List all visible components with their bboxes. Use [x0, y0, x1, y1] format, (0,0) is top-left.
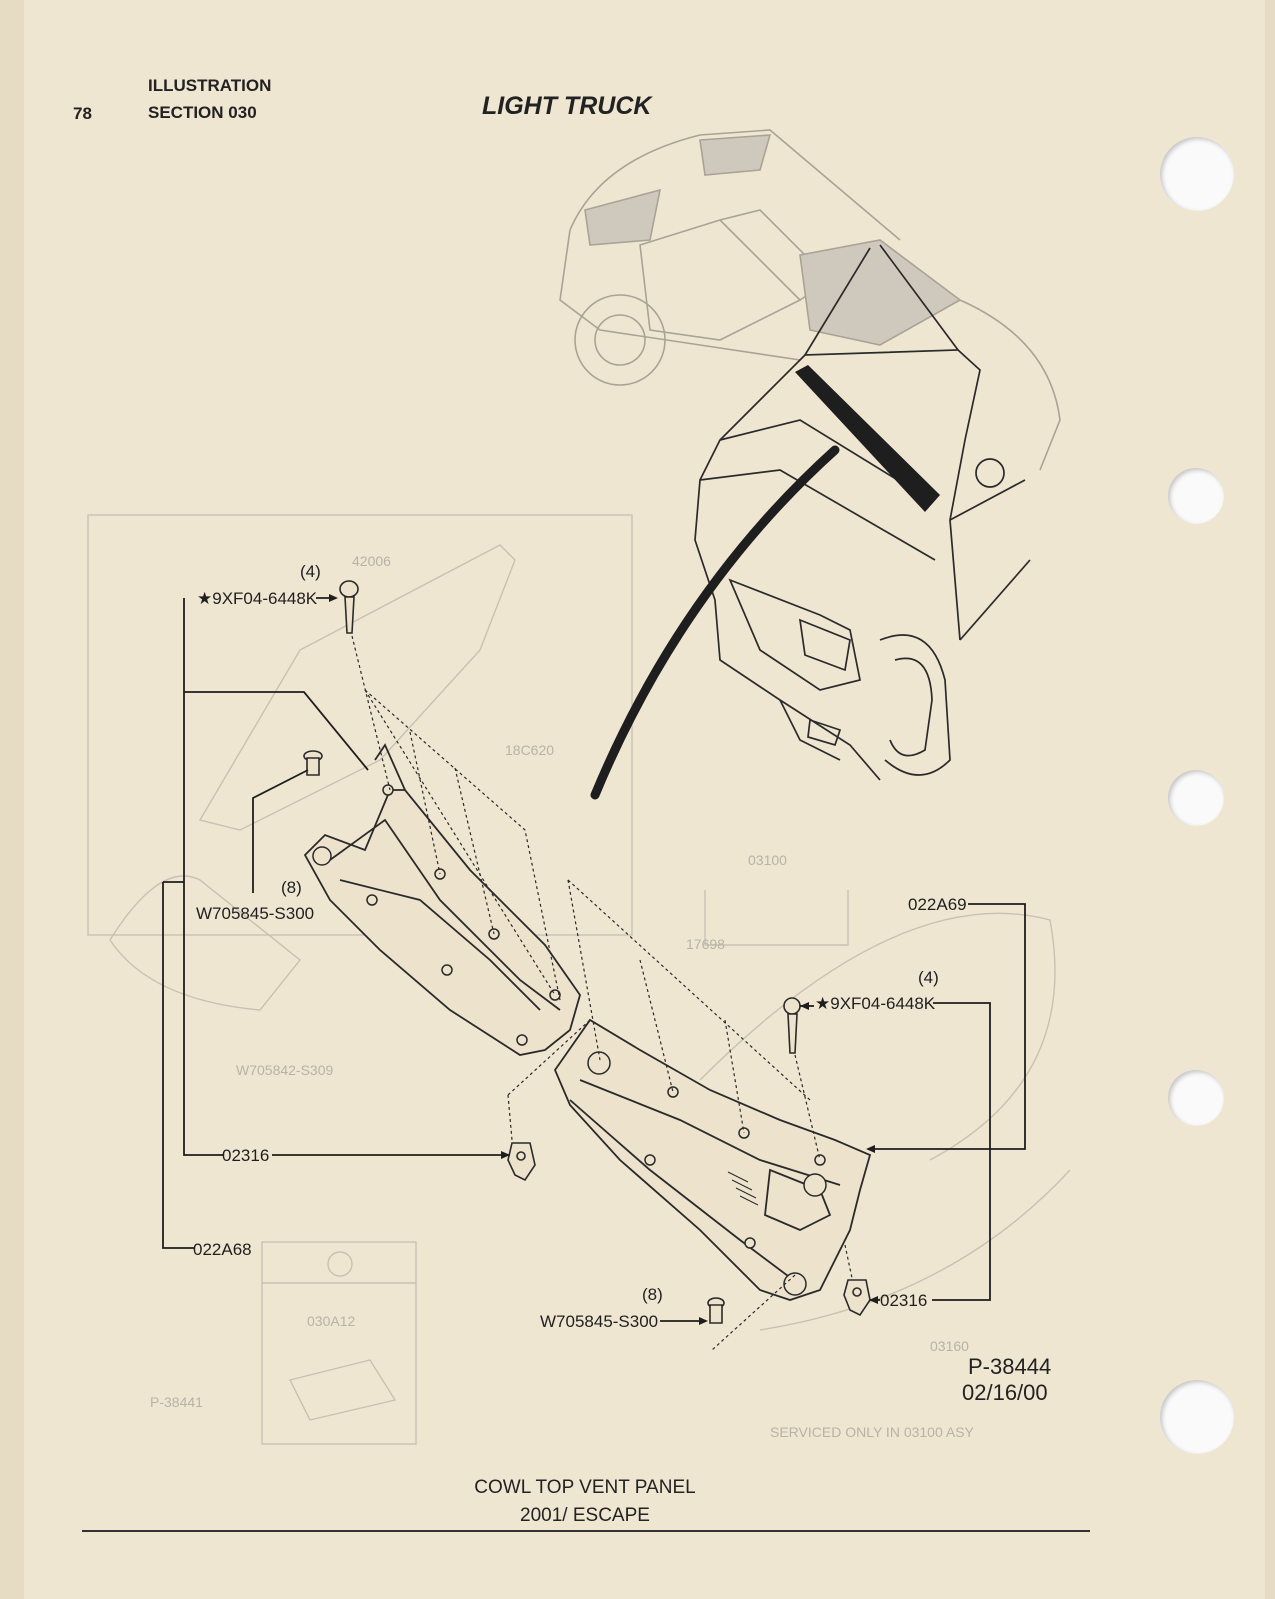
mount-holes-right — [587, 1051, 827, 1296]
binder-hole — [1160, 1380, 1234, 1454]
right-retainer-part-number: 02316 — [880, 1291, 927, 1310]
illustration-label: ILLUSTRATION — [148, 76, 272, 95]
fasteners — [303, 580, 871, 1324]
section-label: SECTION 030 — [148, 103, 257, 122]
ghost-label: 18C620 — [505, 742, 554, 758]
illustration-date: 02/16/00 — [962, 1380, 1048, 1405]
leader-arrowheads — [329, 594, 878, 1325]
ghost-label: 030A12 — [307, 1313, 355, 1329]
lower-left-panel-label: 022A68 — [193, 1240, 252, 1259]
bleed-through-labels: 42006 18C620 03100 17698 W705842-S309 03… — [150, 553, 975, 1440]
ghost-label: SERVICED ONLY IN 03100 ASY — [770, 1424, 975, 1440]
right-bolt-qty: (4) — [918, 968, 939, 987]
left-clip-qty: (8) — [281, 878, 302, 897]
leader-lines — [162, 597, 1026, 1322]
clip-icon — [707, 1297, 725, 1324]
cowl-band — [795, 365, 940, 512]
assembly-guides — [351, 635, 853, 1351]
binder-hole — [1168, 1070, 1224, 1126]
bottom-clip-qty: (8) — [642, 1285, 663, 1304]
retainer-icon — [843, 1279, 871, 1317]
bottom-clip-part-number: W705845-S300 — [540, 1312, 658, 1331]
right-bolt-part-number: ★9XF04-6448K — [815, 994, 936, 1013]
bottom-rule — [82, 1530, 1090, 1532]
ghost-label: 03100 — [748, 852, 787, 868]
manual-page — [24, 0, 1265, 1599]
clip-icon — [303, 750, 323, 776]
ghost-label: 42006 — [352, 553, 391, 569]
binder-hole — [1168, 770, 1224, 826]
ghost-label: 17698 — [686, 936, 725, 952]
cowl-panel-right — [553, 1018, 872, 1301]
illustration-caption-title: COWL TOP VENT PANEL — [474, 1477, 696, 1498]
book-title: LIGHT TRUCK — [482, 92, 652, 120]
bolt-icon — [339, 580, 359, 634]
page-number: 78 — [73, 104, 92, 123]
upper-bolt-part-number: ★9XF04-6448K — [197, 589, 318, 608]
illustration-caption-model: 2001/ ESCAPE — [520, 1505, 650, 1526]
bolt-icon — [783, 997, 801, 1054]
retainer-icon — [507, 1142, 536, 1182]
vehicle-front — [694, 244, 1031, 781]
cowl-panel-left — [303, 743, 581, 1056]
ghost-label: W705842-S309 — [236, 1062, 334, 1078]
ghost-label: P-38441 — [150, 1394, 203, 1410]
illustration-reference-number: P-38444 — [968, 1354, 1052, 1379]
left-clip-part-number: W705845-S300 — [196, 904, 314, 923]
vent-grille-marks — [727, 1171, 759, 1206]
weatherstrip-arc — [590, 445, 840, 800]
right-panel-label: 022A69 — [908, 895, 967, 914]
upper-bolt-qty: (4) — [300, 562, 321, 581]
ghost-label: 03160 — [930, 1338, 969, 1354]
vehicle-outline-faint — [559, 129, 1061, 471]
binder-hole — [1160, 137, 1234, 211]
part-callouts: (4) ★9XF04-6448K (8) W705845-S300 022A69… — [193, 562, 967, 1331]
left-retainer-part-number: 02316 — [222, 1146, 269, 1165]
binder-hole — [1168, 468, 1224, 524]
